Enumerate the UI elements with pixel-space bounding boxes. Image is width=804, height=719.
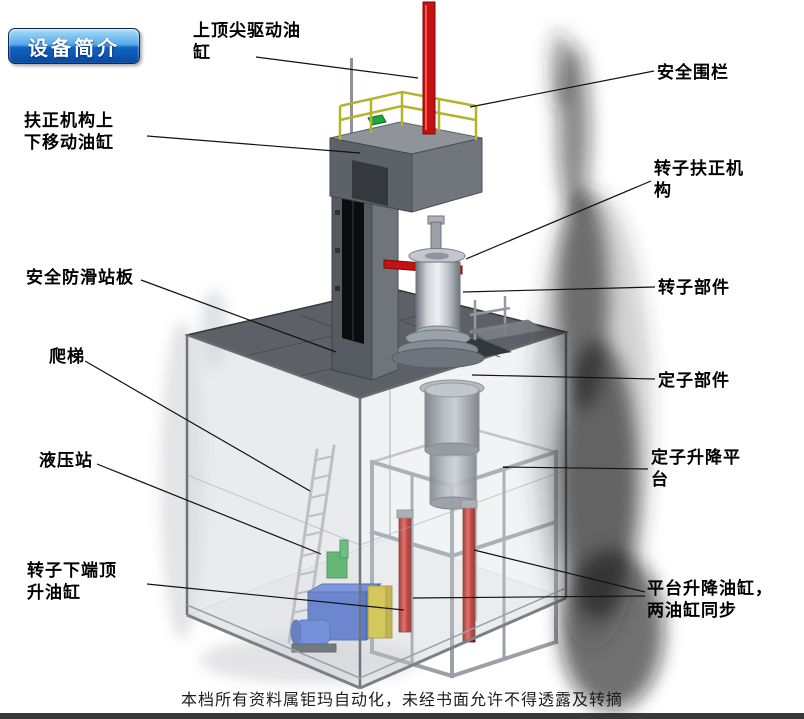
- footer-text: 本档所有资料属钜玛自动化，未经书面允许不得透露及转摘: [180, 692, 623, 709]
- platform-lift-cylinders: [396, 499, 478, 643]
- leader-stator-part: [471, 374, 656, 380]
- label-ladder: 爬梯: [49, 347, 85, 366]
- leader-anti-slip-platform: [140, 279, 337, 353]
- press-column: [331, 58, 399, 381]
- label-anti-slip-platform: 安全防滑站板: [26, 268, 134, 287]
- top-pin-cylinder-rod: [422, 1, 436, 135]
- rotor-body: [415, 261, 461, 333]
- leader-rotor-part: [462, 286, 656, 293]
- leader-rotor-bottom-jack-cylinder: [146, 583, 405, 611]
- title-badge-label: 设备简介: [28, 37, 120, 60]
- label-platform-lift-cylinders: 平台升降油缸， 两油缸同步: [647, 579, 773, 620]
- label-stator-part: 定子部件: [658, 371, 730, 390]
- leader-safety-fence: [469, 70, 655, 108]
- title-badge: 设备简介: [8, 28, 140, 64]
- rotor-assembly: [383, 215, 485, 369]
- leader-centering-updown-cylinder: [146, 135, 361, 154]
- leader-hydraulic-station: [96, 463, 322, 555]
- press-head: [329, 114, 483, 213]
- leader-top-pin-drive-cylinder: [255, 56, 419, 79]
- head-recess: [352, 160, 388, 206]
- bottom-border-strip: [0, 713, 804, 719]
- antenna-rod: [350, 58, 353, 142]
- side-stand: [468, 296, 546, 341]
- label-safety-fence: 安全围栏: [657, 63, 729, 82]
- pump-motor: [290, 619, 337, 653]
- enclosure-front: [185, 331, 568, 690]
- label-rotor-centering-mechanism: 转子扶正机 构: [654, 159, 744, 200]
- hydraulic-station: [290, 539, 393, 653]
- safety-fence-railing: [338, 90, 478, 140]
- valve-block: [326, 539, 349, 579]
- leader-stator-lift-platform: [502, 466, 649, 470]
- label-hydraulic-station: 液压站: [39, 451, 93, 470]
- label-rotor-part: 转子部件: [658, 278, 730, 297]
- leader-platform-lift-cylinder-b: [412, 595, 646, 599]
- smoke-shadow: [532, 30, 664, 710]
- leader-rotor-centering-mechanism: [465, 180, 652, 260]
- ambient-shadows: [160, 290, 420, 684]
- leader-lines: [84, 56, 656, 611]
- electric-cabinet: [367, 585, 393, 639]
- label-top-pin-drive-cylinder: 上顶尖驱动油 缸: [193, 21, 301, 62]
- stator-assembly: [419, 379, 485, 510]
- label-rotor-bottom-jack-cylinder: 转子下端顶 升油缸: [27, 561, 117, 602]
- leader-ladder: [84, 360, 311, 492]
- label-stator-lift-platform: 定子升降平 台: [651, 448, 741, 489]
- leader-platform-lift-cylinder-a: [473, 549, 646, 593]
- label-centering-updown-cylinder: 扶正机构上 下移动油缸: [24, 111, 114, 152]
